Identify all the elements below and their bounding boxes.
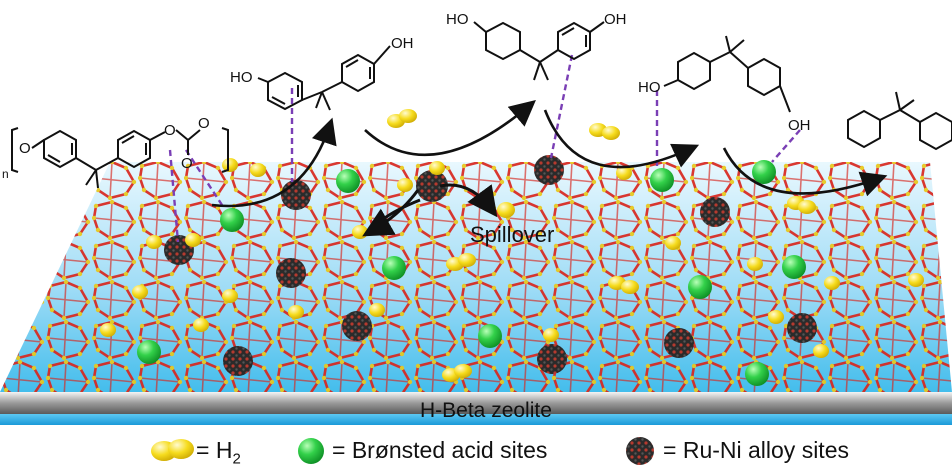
legend-h2-glyph — [151, 439, 194, 461]
svg-text:HO: HO — [446, 11, 469, 28]
svg-text:O: O — [198, 115, 210, 132]
spillover-arrows — [362, 183, 498, 237]
h-atom — [288, 305, 304, 319]
svg-text:O: O — [164, 122, 176, 139]
h-atom — [397, 178, 413, 192]
molecule-product-alkane — [847, 91, 952, 151]
reaction-arrows — [211, 99, 888, 208]
h2-molecule — [608, 276, 639, 294]
legend-alloy-glyph — [626, 437, 654, 465]
alloy-site — [281, 180, 311, 210]
acid-site — [688, 275, 712, 299]
svg-text:OH: OH — [604, 11, 627, 28]
h-atom — [665, 236, 681, 250]
legend-h2: = H2 — [196, 437, 241, 468]
hydrogen-species — [100, 109, 924, 382]
acid-site — [382, 256, 406, 280]
h-atom — [185, 233, 201, 247]
h-atom — [543, 328, 559, 342]
svg-text:O: O — [19, 140, 31, 157]
h-atom — [100, 323, 116, 337]
acid-sites — [137, 160, 806, 386]
h-atom — [616, 166, 632, 180]
legend-acid-glyph — [298, 438, 324, 464]
h-atom — [369, 303, 385, 317]
legend-alloy: = Ru-Ni alloy sites — [663, 437, 849, 464]
molecule-hydrogenated-diol: HO OH — [638, 35, 811, 134]
alloy-site — [276, 258, 306, 288]
svg-text:HO: HO — [638, 79, 661, 96]
h2-molecule — [442, 364, 472, 382]
alloy-site — [700, 197, 730, 227]
svg-text:HO: HO — [230, 69, 253, 86]
molecule-partially-hydrogenated: HO OH — [446, 11, 627, 81]
legend-h2-equals: = — [196, 437, 210, 463]
alloy-site — [342, 311, 372, 341]
alloy-sites — [164, 155, 817, 376]
svg-text:OH: OH — [788, 117, 811, 134]
h-atom — [132, 285, 148, 299]
legend-h2-subscript: 2 — [232, 450, 241, 468]
h-atom — [747, 257, 763, 271]
h-atom — [768, 310, 784, 324]
svg-text:OH: OH — [391, 35, 414, 52]
h-atom — [222, 158, 238, 172]
legend-acid-equals: = — [332, 437, 346, 463]
support-label: H-Beta zeolite — [420, 399, 552, 422]
acid-site — [745, 362, 769, 386]
alloy-site — [664, 328, 694, 358]
h-atom — [497, 202, 515, 218]
alloy-site — [537, 344, 567, 374]
adsorption-bonds — [168, 54, 801, 243]
h2-molecule — [589, 123, 620, 140]
svg-text:O: O — [181, 155, 193, 172]
acid-site — [336, 169, 360, 193]
acid-site — [782, 255, 806, 279]
h2-molecule — [446, 253, 476, 271]
alloy-site — [787, 313, 817, 343]
h-atom — [250, 163, 266, 177]
acid-site — [220, 208, 244, 232]
legend-h2-text: H — [215, 437, 233, 463]
alloy-site — [534, 155, 564, 185]
alloy-site — [416, 170, 448, 202]
svg-text:n: n — [2, 167, 9, 181]
h-atom — [352, 225, 368, 239]
h-atom — [193, 318, 209, 332]
legend-alloy-text: Ru-Ni alloy sites — [682, 437, 849, 463]
h2-molecule — [787, 196, 816, 214]
legend-acid: = Brønsted acid sites — [332, 437, 547, 464]
h-atom — [222, 289, 238, 303]
h-atom — [824, 276, 840, 290]
molecule-polycarbonate: n O O O O — [2, 115, 229, 189]
h-atom — [813, 344, 829, 358]
alloy-site — [223, 346, 253, 376]
molecule-bisphenol-a: HO OH — [230, 35, 414, 111]
h2-molecule — [387, 109, 417, 128]
acid-site — [137, 340, 161, 364]
h-atom — [908, 273, 924, 287]
spillover-label: Spillover — [470, 222, 555, 247]
acid-site — [752, 160, 776, 184]
h-atom — [146, 235, 162, 249]
legend-alloy-equals: = — [663, 437, 677, 463]
acid-site — [478, 324, 502, 348]
h-atom — [429, 161, 445, 175]
legend-acid-text: Brønsted acid sites — [351, 437, 548, 463]
acid-site — [650, 168, 674, 192]
